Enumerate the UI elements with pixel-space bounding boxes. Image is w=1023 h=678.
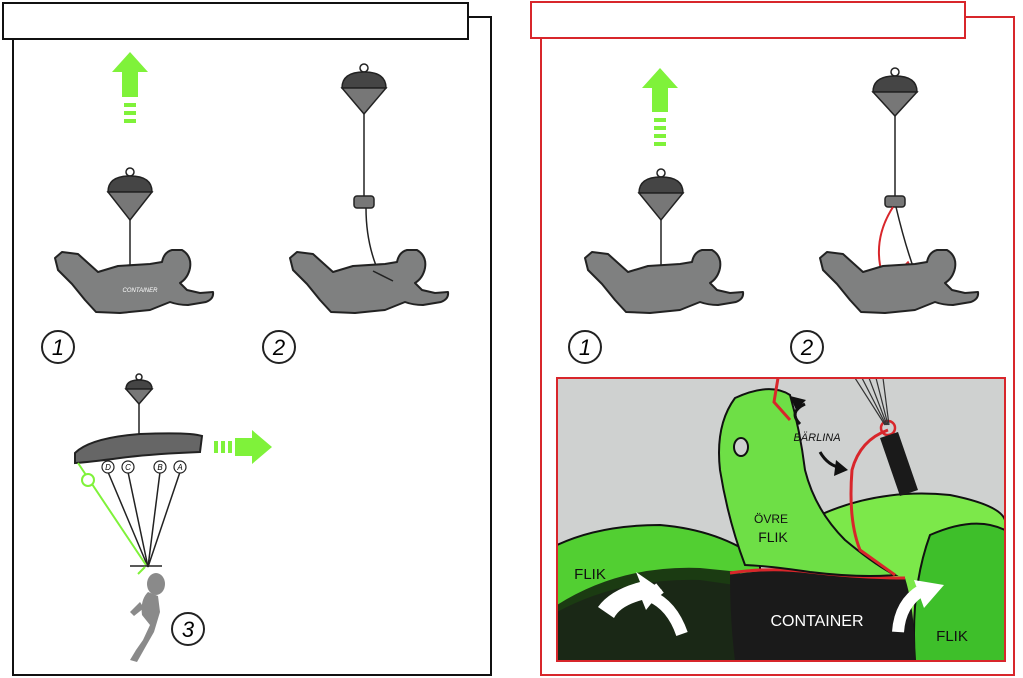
line-badge-c: C	[121, 460, 135, 474]
detail-frame	[556, 377, 1006, 662]
step3-number-badge: 3	[171, 612, 205, 646]
right-step1-number: 1	[579, 335, 591, 360]
step2-number: 2	[272, 335, 285, 360]
right-panel: 1 2	[530, 1, 1015, 676]
barlina-label: BÄRLINA	[793, 432, 840, 444]
step1-pilot-chute-icon	[106, 167, 154, 285]
step1-number-badge: 1	[41, 330, 75, 364]
step3-number: 3	[182, 617, 195, 642]
right-step1-pilot-chute-icon	[637, 168, 685, 285]
right-step2-number-badge: 2	[790, 330, 824, 364]
bridle-line	[849, 428, 896, 577]
right-step2-number: 2	[800, 335, 813, 360]
line-badge-d: D	[101, 460, 115, 474]
line-label-c: C	[125, 463, 131, 472]
step2-skydiver-icon	[289, 249, 450, 314]
container-detail-view: BÄRLINA ÖVRE FLIK FLIK FLIK CONTAINER	[556, 377, 1006, 662]
pilot-chute-handle	[880, 432, 918, 496]
line-label-d: D	[105, 463, 111, 472]
right-step2-skydiver-icon	[819, 249, 980, 314]
container-body	[730, 570, 915, 661]
right-step1-number-badge: 1	[568, 330, 602, 364]
step2-pilot-chute-icon	[340, 63, 388, 276]
upper-flap-label-line2: FLIK	[758, 529, 788, 545]
canopy-icon	[74, 432, 204, 568]
left-flap-arrow-icon	[598, 572, 662, 618]
left-panel-frame	[12, 16, 492, 676]
pull-up-arrow-icon	[112, 52, 148, 123]
right-pull-up-arrow-icon	[642, 68, 678, 146]
step2-number-badge: 2	[262, 330, 296, 364]
barlina-arrow-up-icon	[793, 402, 806, 426]
upper-flap-shape	[718, 388, 899, 577]
left-flap-label: FLIK	[574, 566, 606, 583]
container-label: CONTAINER	[770, 613, 863, 630]
right-step1-skydiver-icon	[584, 249, 745, 314]
step1-container-tag: CONTAINER	[123, 288, 159, 294]
left-panel-title-bar	[2, 2, 469, 40]
forward-arrow-icon	[214, 430, 272, 464]
flap-grommet-icon	[733, 437, 749, 457]
right-step2-pilot-chute-icon	[871, 67, 919, 284]
line-label-a: A	[176, 463, 182, 472]
line-badge-b: B	[153, 460, 167, 474]
step3-pilot-chute-icon	[124, 373, 154, 434]
left-panel: CONTAINER 1 2	[2, 2, 492, 676]
suspension-lines	[854, 378, 890, 426]
step1-number: 1	[52, 335, 64, 360]
line-badge-a: A	[173, 460, 187, 474]
line-label-b: B	[157, 463, 163, 472]
right-panel-title-bar	[530, 1, 966, 39]
step3-skydiver-icon	[130, 566, 165, 662]
upper-flap-label-line1: ÖVRE	[754, 512, 788, 526]
step1-skydiver-icon	[54, 249, 215, 314]
right-flap-label: FLIK	[936, 628, 968, 645]
